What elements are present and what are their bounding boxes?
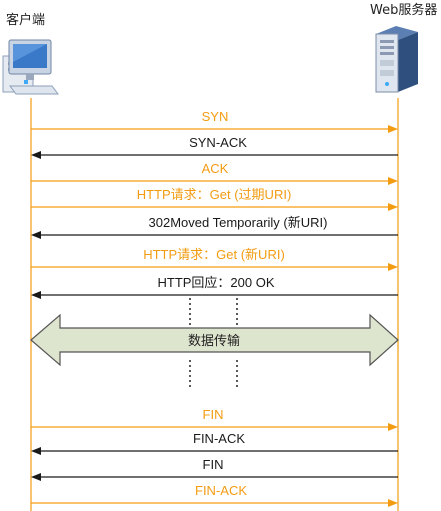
double-arrow-shape — [30, 313, 399, 367]
message-label: HTTP回应：200 OK — [157, 275, 274, 290]
arrowhead-icon — [388, 263, 398, 271]
message-1: SYN — [31, 109, 398, 133]
arrowhead-icon — [388, 423, 398, 431]
message-2: SYN-ACK — [31, 135, 398, 159]
message-3: ACK — [31, 161, 398, 185]
message-label: SYN-ACK — [189, 135, 247, 150]
arrowhead-icon — [31, 231, 41, 239]
client-computer-icon — [2, 39, 59, 95]
message-label: HTTP请求：Get (过期URI) — [137, 187, 292, 202]
arrowhead-icon — [388, 203, 398, 211]
message-arrows: SYN SYN-ACK ACK HTTP请求：Get (过期URI) 302Moved … — [31, 109, 398, 507]
message-7: HTTP回应：200 OK — [31, 275, 398, 299]
message-label: FIN-ACK — [193, 431, 245, 446]
message-9: FIN-ACK — [31, 431, 398, 455]
server-label: Web服务器 — [370, 2, 437, 18]
message-label: FIN — [203, 457, 224, 472]
message-label: HTTP请求：Get (新URI) — [143, 247, 285, 262]
message-label: ACK — [202, 161, 229, 176]
data-transfer-band: 数据传输 — [30, 313, 399, 367]
message-8: FIN — [31, 407, 398, 431]
message-label: FIN-ACK — [195, 483, 247, 498]
message-6: HTTP请求：Get (新URI) — [31, 247, 398, 271]
message-label: FIN — [203, 407, 224, 422]
message-label: SYN — [202, 109, 229, 124]
message-11: FIN-ACK — [31, 483, 398, 507]
message-10: FIN — [31, 457, 398, 481]
message-label: 302Moved Temporarily (新URI) — [149, 215, 328, 230]
arrowhead-icon — [31, 447, 41, 455]
arrowhead-icon — [388, 499, 398, 507]
arrowhead-icon — [31, 151, 41, 159]
data-transfer-label: 数据传输 — [188, 333, 240, 349]
server-icon — [375, 26, 418, 93]
arrowhead-icon — [31, 473, 41, 481]
message-4: HTTP请求：Get (过期URI) — [31, 187, 398, 211]
arrowhead-icon — [388, 177, 398, 185]
client-label: 客户端 — [6, 12, 45, 28]
arrowhead-icon — [388, 125, 398, 133]
arrowhead-icon — [31, 291, 41, 299]
message-5: 302Moved Temporarily (新URI) — [31, 215, 398, 239]
